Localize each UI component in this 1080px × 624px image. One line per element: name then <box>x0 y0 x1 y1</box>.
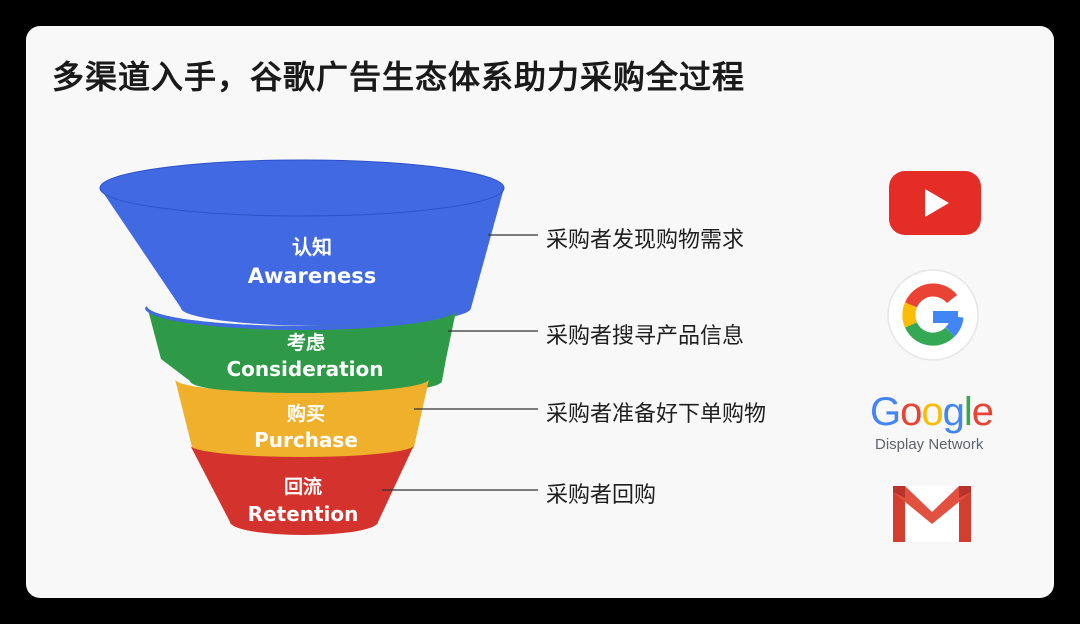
gdn-letter-o1: o <box>900 390 922 434</box>
stage-cn-awareness: 认知 <box>292 235 332 259</box>
slide: 多渠道入手，谷歌广告生态体系助力采购全过程 认知 Awareness 考虑 Co… <box>26 26 1054 598</box>
stage-en-consideration: Consideration <box>226 357 383 381</box>
gdn-letter-e: e <box>971 390 994 434</box>
stage-cn-purchase: 购买 <box>287 402 325 425</box>
funnel-stage-purchase <box>175 379 429 460</box>
display-network-label: Display Network <box>875 436 984 453</box>
google-display-network-logo: Google <box>870 390 994 434</box>
stage-desc-consideration: 采购者搜寻产品信息 <box>546 324 745 349</box>
funnel-diagram: 认知 Awareness 考虑 Consideration 购买 Purchas… <box>99 159 538 535</box>
stage-en-purchase: Purchase <box>254 428 358 452</box>
stage-cn-retention: 回流 <box>284 475 322 498</box>
stage-desc-awareness: 采购者发现购物需求 <box>546 228 745 253</box>
gdn-letter-o2: o <box>921 390 943 434</box>
gdn-letter-g2: g <box>942 390 965 434</box>
page-title: 多渠道入手，谷歌广告生态体系助力采购全过程 <box>52 58 746 96</box>
funnel-stage-retention <box>190 445 414 535</box>
google-g-icon <box>887 269 979 361</box>
stage-desc-retention: 采购者回购 <box>546 483 657 508</box>
gdn-letter-g: G <box>870 390 901 434</box>
gdn-letter-l: l <box>963 390 973 434</box>
youtube-icon <box>889 171 981 235</box>
stage-cn-consideration: 考虑 <box>287 331 325 354</box>
gmail-icon <box>893 486 971 542</box>
funnel-stage-consideration <box>147 306 457 395</box>
stage-en-retention: Retention <box>248 502 359 526</box>
stage-en-awareness: Awareness <box>248 264 377 288</box>
funnel-top-rim <box>99 159 505 217</box>
stage-desc-purchase: 采购者准备好下单购物 <box>546 402 767 427</box>
